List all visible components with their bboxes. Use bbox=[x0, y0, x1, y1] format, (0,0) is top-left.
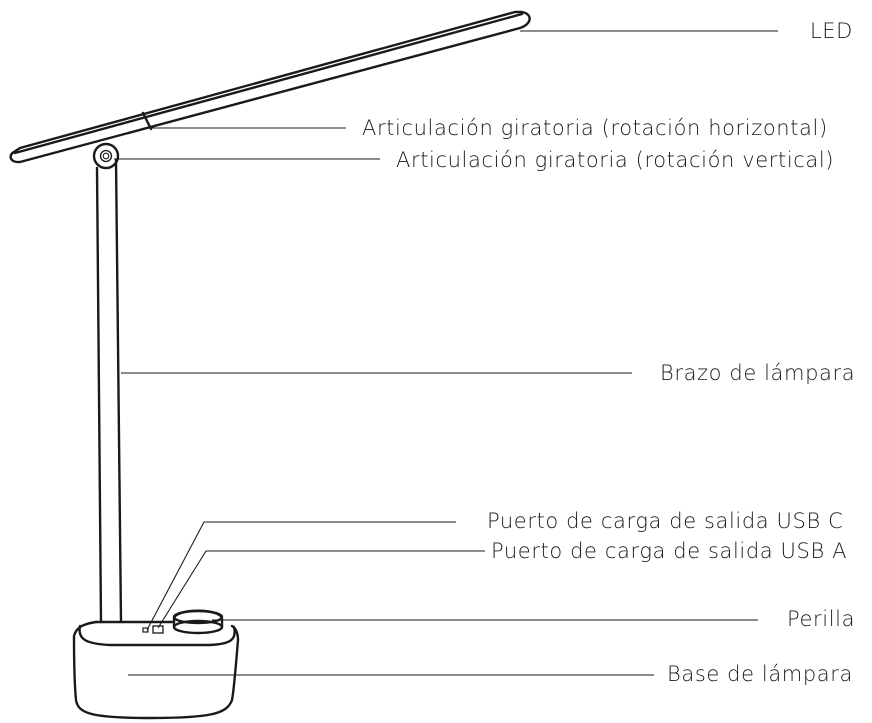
label-joint-vertical: Articulación giratoria (rotación vertica… bbox=[396, 148, 835, 172]
vertical-joint bbox=[92, 142, 120, 170]
label-usb-c: Puerto de carga de salida USB C bbox=[487, 509, 844, 533]
leader-lines bbox=[114, 30, 778, 676]
label-usb-a: Puerto de carga de salida USB A bbox=[491, 539, 848, 563]
lamp-base bbox=[72, 620, 240, 720]
usb-ports bbox=[142, 625, 164, 634]
lamp-arm bbox=[95, 158, 123, 624]
knob bbox=[172, 609, 224, 635]
lamp-head bbox=[9, 10, 531, 164]
label-led: LED bbox=[810, 19, 853, 43]
label-arm: Brazo de lámpara bbox=[660, 361, 856, 385]
label-knob: Perilla bbox=[787, 607, 856, 631]
label-base: Base de lámpara bbox=[667, 662, 853, 686]
label-joint-horizontal: Articulación giratoria (rotación horizon… bbox=[362, 116, 828, 140]
